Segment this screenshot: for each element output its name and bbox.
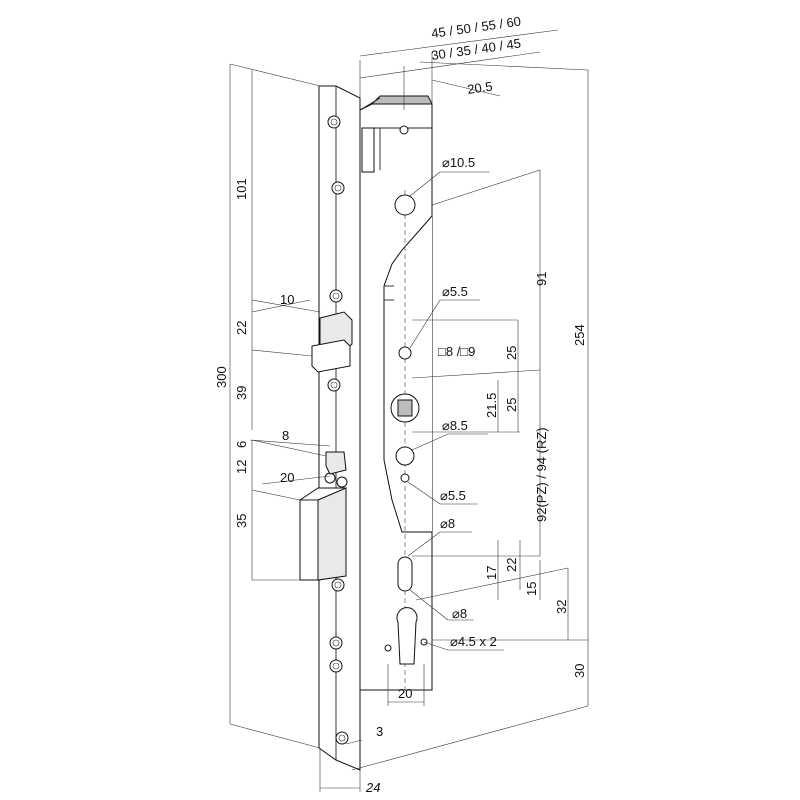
label-head-depth: 20.5 — [466, 79, 493, 97]
label-bottom-30: 30 — [572, 664, 587, 678]
label-screw-holes: ⌀4.5 x 2 — [450, 634, 497, 649]
label-cylinder-width: 20 — [398, 686, 412, 701]
label-spindle-to-hole: 91 — [534, 272, 549, 286]
label-small-latch-height: 12 — [234, 460, 249, 474]
label-distance-pz-rz: 92(PZ) / 94 (RZ) — [534, 427, 549, 522]
label-latch-height: 22 — [234, 321, 249, 335]
label-latch-width: 10 — [280, 292, 294, 307]
label-slot-length-17: 17 — [484, 566, 499, 580]
label-spindle-spacing: 25 — [504, 346, 519, 360]
label-overall-254: 254 — [572, 324, 587, 346]
label-slot-length-22: 22 — [504, 558, 519, 572]
label-backset-bottom: 30 / 35 / 40 / 45 — [430, 36, 522, 63]
label-cyl-to-bottom-32: 32 — [554, 600, 569, 614]
label-hole-85: ⌀8.5 — [442, 418, 468, 433]
label-faceplate-edge: 3 — [376, 724, 383, 739]
label-hole-small-1: ⌀5.5 — [442, 284, 468, 299]
label-hole-top: ⌀10.5 — [442, 155, 475, 170]
label-cylinder-offset: 21.5 — [484, 393, 499, 418]
label-top-to-hole: 101 — [234, 178, 249, 200]
label-square-spindle: □8 /□9 — [438, 344, 475, 359]
label-small-latch-offset: 6 — [234, 441, 249, 448]
label-bolt-height: 35 — [234, 514, 249, 528]
small-latch — [325, 451, 347, 475]
lock-case — [359, 95, 433, 691]
label-upper-section: 39 — [234, 386, 249, 400]
dimension-lines — [229, 29, 589, 792]
label-hole-8-bottom: ⌀8 — [452, 606, 467, 621]
label-cyl-to-bottom-15: 15 — [524, 582, 539, 596]
upper-latch — [311, 311, 353, 373]
label-hole-small-2: ⌀5.5 — [440, 488, 466, 503]
label-height-total: 300 — [214, 366, 229, 388]
label-bolt-throw: 20 — [280, 470, 294, 485]
label-faceplate-width: 24 — [365, 780, 380, 795]
case-holes — [384, 194, 428, 665]
faceplate-holes — [324, 115, 349, 745]
label-small-latch-width: 8 — [282, 428, 289, 443]
label-hole-8-top: ⌀8 — [440, 516, 455, 531]
dead-bolt — [299, 487, 347, 581]
label-cylinder-spacing: 25 — [504, 398, 519, 412]
